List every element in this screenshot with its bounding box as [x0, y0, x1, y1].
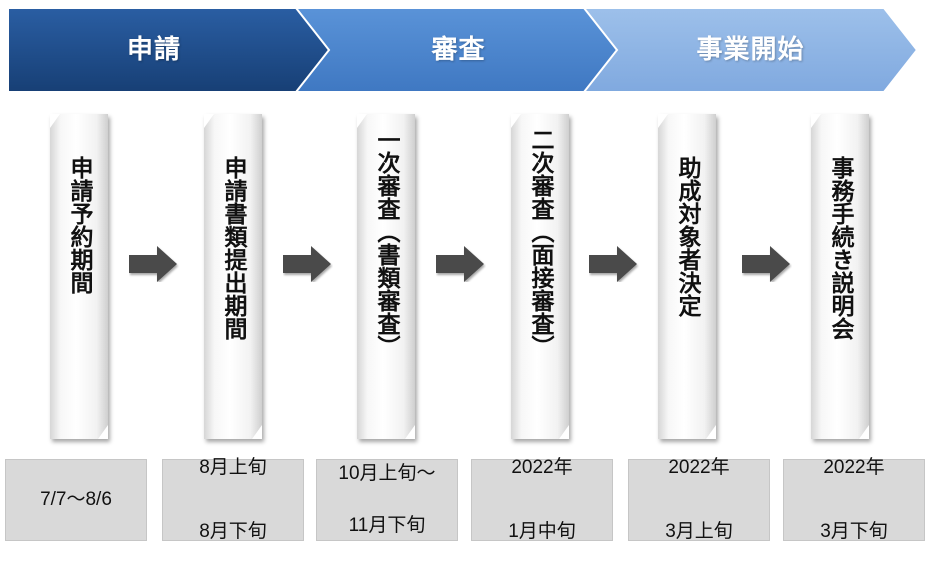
- step-card-decision: 助成対象者決定: [658, 114, 716, 439]
- date-line-1: 10月上旬～: [338, 463, 436, 484]
- step-label: 事務手続き説明会: [827, 156, 853, 340]
- date-line-2: 3月下旬: [820, 521, 888, 542]
- right-arrow-icon: [283, 246, 331, 282]
- date-line-1: 2022年: [511, 457, 573, 478]
- date-line-1: 2022年: [668, 457, 730, 478]
- step-label: 二次審査（面接審査）: [527, 128, 553, 358]
- date-line-2: 8月下旬: [199, 521, 267, 542]
- date-box-decision: 2022年 3月上旬: [628, 457, 770, 542]
- phase-review-label: 審査: [431, 35, 486, 65]
- step-card-first-review: 一次審査（書類審査）: [357, 114, 415, 439]
- date-line-2: 11月下旬: [348, 515, 426, 536]
- right-arrow-icon: [129, 246, 177, 282]
- step-card-submission: 申請書類提出期間: [204, 114, 262, 439]
- date-box-reservation: 7/7～8/6: [5, 459, 147, 541]
- step-label: 一次審査（書類審査）: [373, 128, 399, 358]
- date-box-first-review: 10月上旬～ 11月下旬: [316, 459, 458, 541]
- date-line-1: 2022年: [823, 457, 885, 478]
- phase-apply-label: 申請: [126, 35, 181, 65]
- step-card-reservation: 申請予約期間: [50, 114, 108, 439]
- step-card-second-review: 二次審査（面接審査）: [511, 114, 569, 439]
- phase-start-label: 事業開始: [696, 35, 805, 65]
- phase-apply: 申請: [7, 7, 335, 93]
- right-arrow-icon: [436, 246, 484, 282]
- step-label: 助成対象者決定: [674, 156, 700, 317]
- date-line-2: 3月上旬: [665, 521, 733, 542]
- date-box-submission: 8月上旬 8月下旬: [162, 457, 304, 542]
- step-label: 申請書類提出期間: [220, 156, 246, 340]
- phase-start: 事業開始: [581, 7, 919, 93]
- step-card-briefing: 事務手続き説明会: [811, 114, 869, 439]
- date-line-1: 8月上旬: [199, 457, 267, 478]
- right-arrow-icon: [589, 246, 637, 282]
- phase-start-chevron: [581, 7, 919, 93]
- date-box-second-review: 2022年 1月中旬: [471, 457, 613, 542]
- date-box-briefing: 2022年 3月下旬: [783, 457, 925, 542]
- right-arrow-icon: [742, 246, 790, 282]
- date-line-1: 7/7～8/6: [40, 489, 112, 510]
- date-line-2: 1月中旬: [508, 521, 576, 542]
- phase-banner: 申請 審査 事業開始: [0, 0, 935, 100]
- phase-review: 審査: [293, 7, 623, 93]
- step-label: 申請予約期間: [66, 156, 92, 294]
